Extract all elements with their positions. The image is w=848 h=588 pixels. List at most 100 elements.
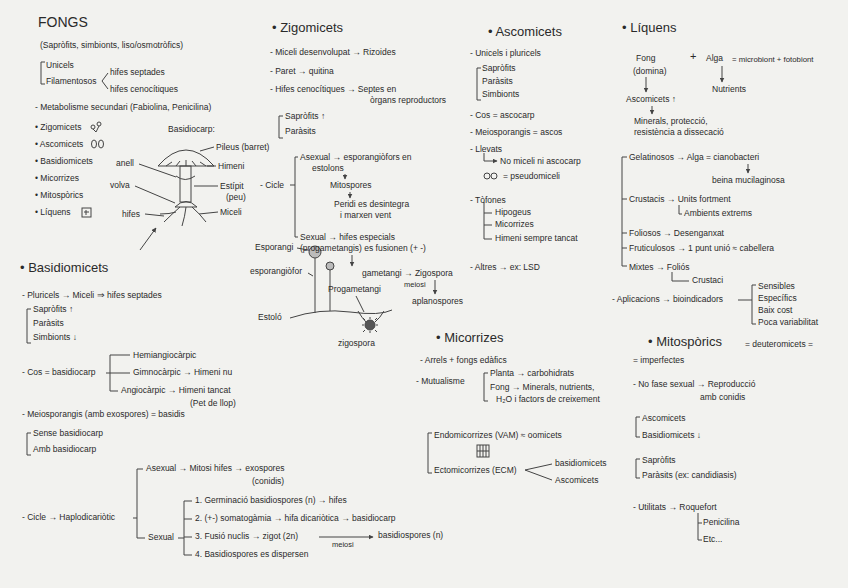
zygospore-spikes — [362, 317, 378, 333]
note-text: (peu) — [226, 192, 246, 202]
note-text: = deuteromicets = — [745, 339, 813, 349]
note-text: Sexual — [148, 532, 174, 542]
note-text: Paràsits — [285, 126, 316, 136]
note-text: i marxen vent — [340, 210, 391, 220]
note-text: Asexual → Mitosi hifes → exospores — [146, 463, 284, 473]
note-text: - Tòfones — [470, 195, 506, 205]
zygomycete-icon — [91, 125, 95, 129]
note-text: estolons — [312, 163, 344, 173]
bracket — [484, 373, 488, 401]
note-text: Crustaci — [692, 275, 723, 285]
note-text: Sensibles — [758, 281, 795, 291]
note-text: Estoló — [258, 312, 282, 322]
note-text: Ascomicets ↑ — [626, 94, 676, 104]
note-text: resistència a dissecació — [634, 127, 724, 137]
lichen-icon — [84, 210, 89, 215]
note-text: zigospora — [338, 338, 375, 348]
bracket — [428, 433, 432, 473]
note-text: Específics — [758, 293, 797, 303]
note-text: Himeni sempre tancat — [495, 233, 578, 243]
mushroom-illustration — [135, 147, 218, 226]
pseudomycelium-cell — [484, 173, 490, 179]
note-text: Sexual → hifes especials — [300, 232, 395, 242]
branch — [102, 73, 108, 89]
note-text: - Llevats — [470, 144, 502, 154]
note-text: - Utilitats → Roquefort — [633, 502, 717, 512]
branch — [133, 469, 145, 538]
bracket — [672, 272, 689, 281]
note-text: • Líquens — [35, 207, 71, 217]
note-text: Fruticulosos → 1 punt unió ≈ cabellera — [629, 243, 774, 253]
mushroom-ring — [176, 176, 195, 180]
ascomycete-icon — [99, 140, 104, 148]
note-text: = microbiont + fotobiont — [732, 55, 813, 64]
note-text: - Cicle → Haplodicariòtic — [22, 512, 115, 522]
note-text: Foliosos → Desenganxat — [629, 228, 724, 238]
note-text: Minerals, protecció, — [634, 116, 708, 126]
note-text: amb conidis — [700, 392, 745, 402]
bullet-icons — [82, 122, 489, 457]
note-text: Penicilina — [703, 517, 739, 527]
note-text: Angiocàrpic → Himeni tancat — [121, 385, 231, 395]
note-text: Esporangi — [255, 242, 293, 252]
note-text: Ambients extrems — [684, 208, 752, 218]
note-text: + — [690, 50, 696, 63]
note-text: Amb basidiocarp — [33, 444, 96, 454]
note-text: Fong — [636, 53, 655, 63]
bracket — [477, 68, 481, 100]
note-text: (domina) — [633, 66, 667, 76]
mushroom-gills — [166, 160, 206, 166]
note-text: aplanospores — [412, 296, 463, 306]
note-text: Sapròfits — [482, 63, 516, 73]
note-text: Simbionts — [482, 89, 519, 99]
note-text: Paràsits — [33, 318, 64, 328]
note-text: Micorrizes — [495, 219, 534, 229]
note-text: Baix cost — [758, 305, 793, 315]
note-text: Ascomicets — [555, 475, 598, 485]
note-text: Simbionts ↓ — [33, 332, 77, 342]
note-text: Filamentosos — [46, 76, 97, 86]
note-text: - Hifes cenocítiques → Septes en — [270, 84, 396, 94]
note-text: hifes cenocítiques — [110, 84, 178, 94]
leader-line — [135, 147, 218, 216]
bracket — [178, 501, 192, 555]
note-text: (progametangis) es fusionen (+ -) — [300, 243, 426, 253]
brackets — [27, 62, 756, 555]
note-text: hifes septades — [110, 67, 165, 77]
note-text: Fong → Minerals, nutrients, — [490, 382, 594, 392]
note-text: hifes — [122, 209, 140, 219]
note-text: Mitospores — [330, 180, 372, 190]
note-text: - Miceli desenvolupat → Rizoides — [270, 47, 396, 57]
note-text: Crustacis → Units fortment — [629, 194, 731, 204]
note-text: • Basidiomicets — [20, 260, 108, 276]
note-text: = imperfectes — [633, 355, 684, 365]
arrow — [484, 153, 497, 161]
note-text: basidiomicets — [555, 458, 607, 468]
zygomycete-illustration — [290, 173, 497, 333]
arrow — [722, 66, 723, 82]
note-text: - Altres → ex: LSD — [470, 262, 540, 272]
note-text: - Metabolisme secundari (Fabiolina, Peni… — [35, 102, 211, 112]
note-text: (Sapròfits, simbionts, liso/osmotròfics) — [40, 40, 183, 50]
mushroom-cap — [158, 150, 214, 166]
note-text: 4. Basidiospores es dispersen — [195, 549, 308, 559]
note-text: Asexual → esporangiòfors en — [300, 152, 412, 162]
mycelium-hyphae — [160, 207, 206, 226]
arrows — [140, 66, 748, 537]
bracket — [27, 309, 31, 343]
note-text: 2. (+-) somatogàmia → hifa dicariòtica →… — [195, 513, 396, 523]
note-text: - Cicle — [260, 180, 284, 190]
bracket — [622, 157, 627, 266]
zygospore — [365, 320, 375, 330]
note-text: • Micorrizes — [35, 173, 79, 183]
arrow — [350, 192, 351, 198]
note-text: basidiospores (n) — [378, 530, 443, 540]
sporangiophore — [315, 258, 316, 313]
zygomycete-icon — [93, 126, 99, 132]
note-text: - Pluricels → Miceli ⇒ hifes septades — [22, 290, 162, 300]
note-text: • Ascomicets — [35, 139, 83, 149]
lichen-icon — [82, 208, 91, 217]
note-text: • Líquens — [622, 20, 676, 36]
note-text: 1. Germinació basidiospores (n) → hifes — [195, 495, 347, 505]
note-text: • Mitospòrics — [648, 334, 722, 350]
